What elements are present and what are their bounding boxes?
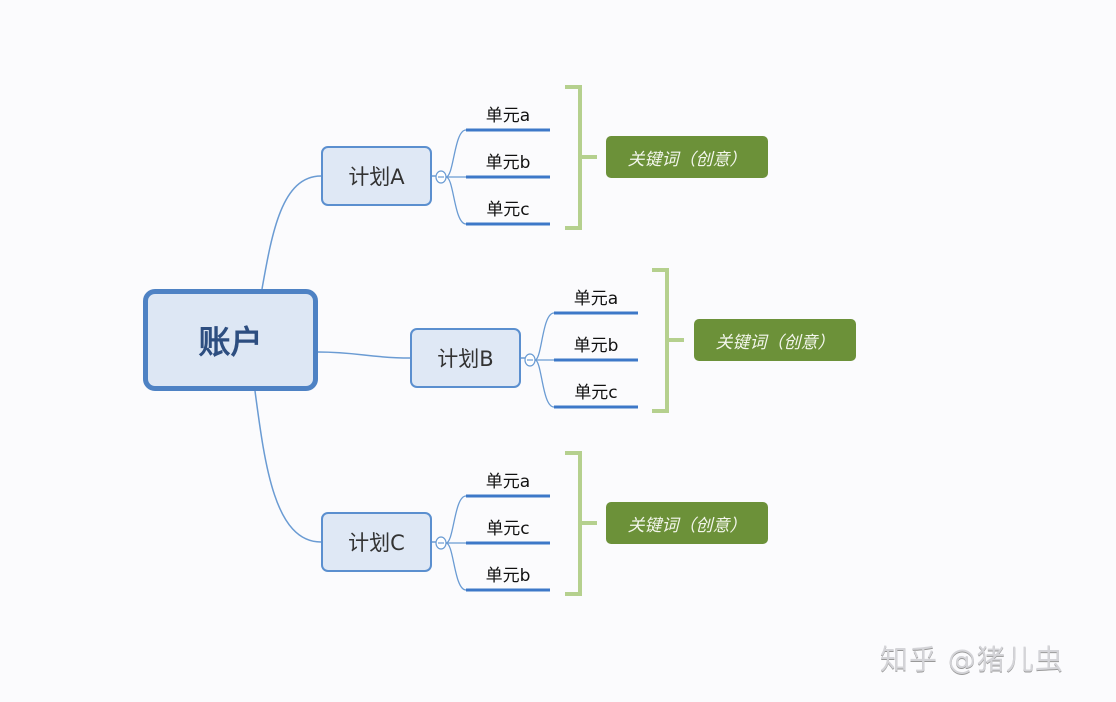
- unit-node[interactable]: 单元b: [485, 153, 531, 173]
- root-to-plan-connector: [254, 390, 322, 543]
- plan-node[interactable]: 计划C: [321, 512, 432, 572]
- watermark: 知乎 @猪儿虫: [880, 643, 1064, 676]
- unit-connector: [534, 359, 555, 408]
- unit-node[interactable]: 单元a: [485, 472, 531, 492]
- unit-connector: [445, 542, 467, 591]
- unit-connector: [445, 176, 467, 225]
- keyword-node[interactable]: 关键词（创意）: [694, 319, 856, 361]
- unit-connector: [534, 312, 555, 361]
- unit-connector: [445, 129, 467, 178]
- unit-node[interactable]: 单元a: [573, 289, 619, 309]
- keyword-node[interactable]: 关键词（创意）: [606, 136, 768, 178]
- unit-node[interactable]: 单元c: [486, 519, 530, 539]
- root-node-account[interactable]: 账户: [143, 289, 318, 391]
- unit-node[interactable]: 单元b: [573, 336, 619, 356]
- bracket: [565, 451, 582, 596]
- keyword-node[interactable]: 关键词（创意）: [606, 502, 768, 544]
- bracket: [565, 85, 582, 230]
- plan-node[interactable]: 计划B: [410, 328, 521, 388]
- root-to-plan-connector: [317, 351, 411, 359]
- unit-node[interactable]: 单元c: [574, 383, 618, 403]
- unit-node[interactable]: 单元c: [486, 200, 530, 220]
- unit-connector: [445, 495, 467, 544]
- root-to-plan-connector: [261, 175, 322, 290]
- unit-node[interactable]: 单元a: [485, 106, 531, 126]
- plan-node[interactable]: 计划A: [321, 146, 432, 206]
- bracket: [652, 268, 669, 413]
- unit-node[interactable]: 单元b: [485, 566, 531, 586]
